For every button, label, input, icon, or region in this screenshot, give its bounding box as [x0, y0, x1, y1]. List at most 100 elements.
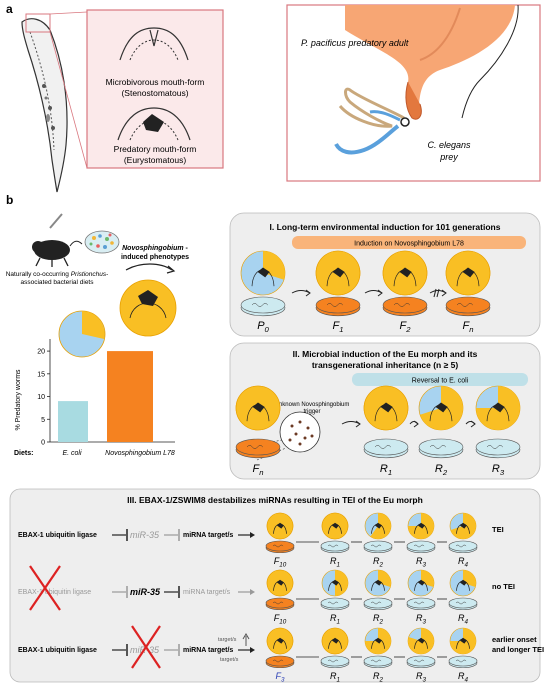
panel-b-letter: b: [6, 193, 13, 207]
box3-row0-gen-0-sub: 10: [279, 561, 287, 568]
box2-dish-2-rim: [418, 438, 464, 456]
box3-row0-worm-2-tooth: [374, 522, 382, 529]
box1-dish-3-worms: [456, 303, 474, 307]
box3-ebax1-mechanism: III. EBAX-1/ZSWIM8 destabilizes miRNAs r…: [9, 488, 544, 683]
box1-dish-1-rim: [315, 296, 361, 314]
box1-worm-0-tooth: [257, 267, 270, 278]
box3-row0-worm-2: [364, 512, 392, 540]
box1-gen-2-sub: 2: [405, 325, 411, 334]
box1-gen-1: F1: [332, 320, 343, 334]
box1-dish-1-worms: [326, 303, 344, 307]
box3-row2-worm-1-tooth: [331, 637, 339, 644]
box3-row0-gen-3: R3: [416, 556, 427, 568]
box1-worm-3: [445, 250, 491, 296]
chart-bar-0: [58, 401, 88, 442]
box3-row1-gen-2: R2: [373, 613, 384, 625]
box2-gen-1-sub: 1: [388, 468, 392, 477]
prey-label-line1: C. elegans: [427, 140, 471, 150]
box3-row1-worm-1-tooth: [331, 579, 339, 586]
box2-gen-0: Fn: [252, 463, 263, 477]
box3-row0-worm-0-tooth: [276, 522, 284, 529]
row2-ligase: EBAX-1 ubiquitin ligase: [18, 589, 91, 596]
row2-mir35: miR-35: [130, 587, 161, 597]
box3-row1-worm-0-tooth: [276, 579, 284, 586]
box3-row0-worm-4: [449, 512, 477, 540]
chart-y-tick-label-4: 20: [37, 349, 45, 356]
row1-target: miRNA target/s: [183, 532, 233, 539]
box2-gen-3-sub: 3: [500, 468, 505, 477]
box1-induction-banner: [292, 236, 526, 249]
box2-gen-2-sub: 2: [442, 468, 448, 477]
chart-bar-1: [107, 351, 153, 442]
box3-row1-dish-4-worms: [455, 601, 467, 605]
box3-row2-worm-3: [407, 627, 435, 655]
box1-arrow-1-head: [377, 289, 383, 297]
trigger-label-line1: Unknown Novosphingobium: [275, 402, 350, 408]
box3-row1-dish-1: [320, 597, 350, 611]
box3-row0-dish-3: [406, 540, 436, 554]
box3-row0-worm-0: [266, 512, 294, 540]
box3-row1-gen-1-base: R: [330, 613, 337, 623]
box3-row1-outcome-0: no TEI: [492, 582, 515, 591]
box3-row1-gen-1-sub: 1: [336, 618, 340, 625]
box3-row1-gen-4-sub: 4: [464, 618, 468, 625]
row3-target-stack-2: target/s: [220, 657, 239, 663]
box3-row1-dish-2: [363, 597, 393, 611]
row3-ligase: EBAX-1 ubiquitin ligase: [18, 647, 97, 654]
box3-row2-dish-4-worms: [455, 659, 467, 663]
box2-gen-2-base: R: [435, 463, 443, 475]
box3-row0-gen-1: R1: [330, 556, 340, 568]
box3-row2-gen-2-sub: 2: [378, 676, 383, 683]
box1-dish-3-rim: [445, 296, 491, 314]
panel-a-letter: a: [6, 2, 13, 16]
box3-row0-gen-2-base: R: [373, 556, 380, 566]
box3-row1-worm-3-tooth: [417, 579, 425, 586]
box3-row2-dish-3: [406, 655, 436, 669]
stenostomatous-label-line1: Microbivorous mouth-form: [106, 77, 205, 87]
chart-diets-prefix: Diets:: [14, 450, 33, 457]
row3-target-stack-1: target/s: [218, 637, 237, 643]
box1-dish-0: [240, 296, 286, 317]
box2-dish-3-worms: [486, 445, 504, 449]
box1-skip-mark-b: [436, 288, 440, 298]
box3-row1-gen-3-base: R: [416, 613, 423, 623]
box2-arrow-0-head: [355, 420, 361, 428]
box1-worm-3-tooth: [462, 267, 475, 278]
prey-label-line2: prey: [439, 152, 458, 162]
box3-row1-dish-0-worms: [272, 601, 284, 605]
box2-worm-0: [235, 385, 281, 431]
box3-row1-gen-0: F10: [274, 613, 287, 625]
box3-row1-worm-4: [449, 569, 477, 597]
box1-worm-2-tooth: [399, 267, 412, 278]
box3-row2-gen-0-sub: 3: [281, 676, 285, 683]
stenostomatous-label-line2: (Stenostomatous): [121, 88, 188, 98]
row3-target: miRNA target/s: [183, 647, 233, 654]
box3-row2-gen-3-base: R: [416, 671, 423, 681]
box3-row1-worm-1: [321, 569, 349, 597]
box3-row1-gen-0-base: F: [274, 613, 280, 623]
box2-dish-1-rim: [363, 438, 409, 456]
box3-row2-gen-1: R1: [330, 671, 340, 683]
box3-row2-worm-2: [364, 627, 392, 655]
box3-row1-gen-3-sub: 3: [422, 618, 426, 625]
box3-row1-gen-4: R4: [458, 613, 469, 625]
chart-y-tick-label-1: 5: [41, 417, 45, 424]
induced-label-line2: induced phenotypes: [121, 254, 189, 261]
box3-row1-gen-0-sub: 10: [279, 618, 287, 625]
box3-row1-dish-3: [406, 597, 436, 611]
box3-row1-dish-1-worms: [327, 601, 339, 605]
box2-dish-0-worms: [246, 445, 264, 449]
box3-row2-gen-1-sub: 1: [336, 676, 340, 683]
box3-row0-worm-1-tooth: [331, 522, 339, 529]
box3-row2-worm-4: [449, 627, 477, 655]
predator-label: P. pacificus predatory adult: [301, 38, 409, 48]
box3-row0-gen-1-sub: 1: [336, 561, 340, 568]
box3-row1-worm-3: [407, 569, 435, 597]
box2-gen-1-base: R: [380, 463, 388, 475]
box1-gen-0-sub: 0: [265, 325, 270, 334]
box3-row0-gen-0: F10: [274, 556, 287, 568]
chart-y-tick-label-3: 15: [37, 371, 45, 378]
